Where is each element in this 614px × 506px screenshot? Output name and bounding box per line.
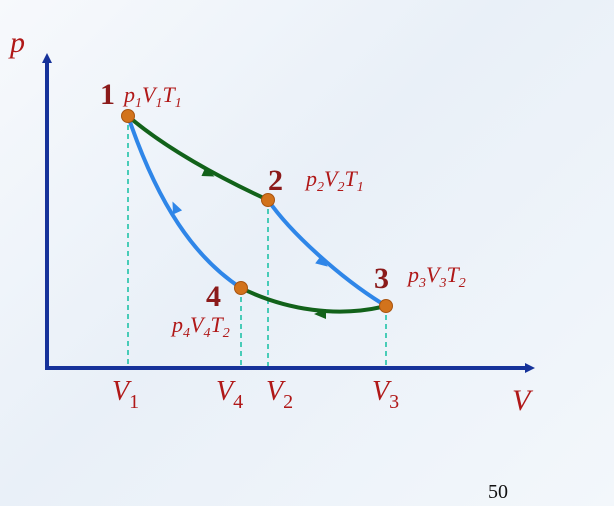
- isotherm-3-4: [240, 286, 387, 314]
- tick-label-v3: V3: [372, 376, 399, 413]
- adiabat-4-1: [126, 115, 243, 290]
- arrow-4-1: [172, 201, 183, 215]
- arrow-3-4: [314, 309, 326, 319]
- point-number-2: 2: [268, 164, 283, 197]
- point-number-1: 1: [100, 78, 115, 111]
- y-axis-label: p: [8, 26, 25, 59]
- state-point-1: [121, 109, 135, 123]
- state-label-2: p2V2T1: [304, 166, 364, 195]
- tick-label-v4: V4: [216, 376, 243, 413]
- state-point-4: [234, 281, 248, 295]
- x-axis-label: V: [512, 384, 534, 417]
- state-label-3: p3V3T2: [406, 262, 466, 291]
- adiabat-2-3: [266, 198, 388, 308]
- tick-label-v2: V2: [266, 376, 293, 413]
- point-number-3: 3: [374, 262, 389, 295]
- page-number: 50: [488, 481, 508, 503]
- tick-label-v1: V1: [112, 376, 139, 413]
- state-label-4: p4V4T2: [170, 312, 230, 341]
- isotherm-1-2: [126, 114, 269, 202]
- state-label-1: p1V1T1: [122, 82, 182, 111]
- state-point-3: [379, 299, 393, 313]
- arrow-2-3: [315, 255, 328, 267]
- arrow-1-2: [201, 166, 215, 177]
- state-point-2: [261, 193, 275, 207]
- point-number-4: 4: [206, 280, 221, 313]
